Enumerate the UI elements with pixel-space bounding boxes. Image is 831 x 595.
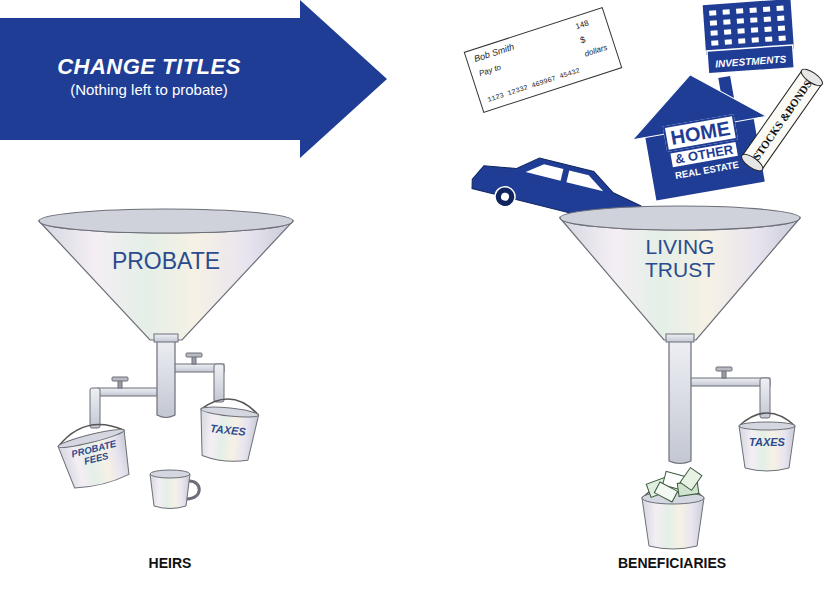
building-window: [764, 26, 771, 31]
caption-label: BENEFICIARIES: [618, 556, 726, 571]
node-text: PROBATE: [112, 249, 220, 274]
real-estate-house: HOME& OTHERREAL ESTATE: [622, 59, 777, 203]
faucet-right-part: [688, 378, 770, 386]
node-text: CHANGE TITLES: [57, 55, 241, 79]
bucket-body: [739, 426, 795, 471]
money-bucket-part: [680, 468, 702, 491]
car-picture-part: [493, 185, 517, 209]
money-bucket: [642, 468, 704, 549]
building-window: [751, 27, 758, 32]
heirs-cup-part: [150, 470, 190, 478]
building-window: [752, 37, 759, 42]
heirs-cup-part: [150, 474, 190, 509]
building-window: [778, 35, 785, 40]
building-window: [763, 6, 770, 11]
funnel-cone: [39, 221, 293, 340]
faucet-left-a: [90, 377, 160, 428]
check-paper: [464, 8, 621, 113]
car-picture-part: [526, 160, 564, 180]
building-window: [709, 10, 716, 15]
building-window: [710, 30, 717, 35]
check: Bob Smith148Pay to$dollars1123 12332 469…: [464, 7, 623, 113]
funnel-tube: [157, 336, 175, 418]
investments-building: INVESTMENTS: [703, 0, 796, 75]
faucet-left-b-part: [214, 364, 224, 402]
car-picture-part: [566, 171, 606, 192]
building-window: [723, 9, 730, 14]
change-titles-arrow: CHANGE TITLES (Nothing left to probate): [0, 0, 390, 158]
building-window: [724, 29, 731, 34]
building-banner: [707, 45, 794, 74]
taxes-bucket: TAXES: [193, 393, 264, 465]
money-bucket-part: [654, 482, 677, 502]
faucet-left-a-part: [112, 377, 128, 381]
building-window: [736, 8, 743, 13]
funnel-rim: [560, 206, 800, 230]
building-window: [737, 18, 744, 23]
building-window: [778, 25, 785, 30]
building-window: [711, 40, 718, 45]
bucket-rim: [739, 422, 795, 430]
funnel-cone: [560, 218, 800, 340]
label-holder: BENEFICIARIES: [618, 556, 726, 571]
node-text: LIVING TRUST: [615, 235, 745, 281]
building-window: [749, 7, 756, 12]
faucet-left-b-part: [186, 353, 202, 357]
probate-funnel: PROBATE: [36, 205, 296, 420]
faucet-left-a-part: [90, 388, 100, 428]
building-window: [723, 19, 730, 24]
building-window: [765, 36, 772, 41]
funnel-collar: [666, 334, 694, 342]
caption-label: HEIRS: [149, 556, 192, 571]
faucet-left-b: [172, 353, 224, 402]
funnel-rim: [39, 209, 293, 233]
node-text: TAXES: [749, 436, 785, 448]
arrow-shape: [0, 0, 387, 158]
faucet-right: [688, 367, 770, 418]
building-window: [738, 38, 745, 43]
faucet-left-a-part: [98, 388, 160, 396]
building-window: [725, 39, 732, 44]
certificate-paper: [742, 71, 821, 170]
probate-funnel-outline: [36, 205, 296, 420]
label-holder: HEIRS: [149, 556, 192, 571]
building-window: [777, 16, 784, 21]
bucket-rim: [201, 405, 260, 419]
car-picture-part: [500, 192, 510, 202]
node-text: (Nothing left to probate): [70, 82, 228, 99]
taxes-bucket: TAXES: [736, 410, 798, 472]
money-bucket-part: [642, 498, 704, 549]
building-window: [750, 17, 757, 22]
building-window: [710, 20, 717, 25]
building-window: [737, 28, 744, 33]
faucet-right-part: [716, 367, 732, 371]
faucet-right-part: [760, 378, 770, 418]
probate-fees-bucket: PROBATE FEES: [51, 414, 138, 494]
building-window: [764, 16, 771, 21]
funnel-tube: [669, 336, 691, 464]
heirs-cup: [150, 470, 199, 509]
building-window: [776, 6, 783, 11]
funnel-collar: [154, 334, 178, 342]
